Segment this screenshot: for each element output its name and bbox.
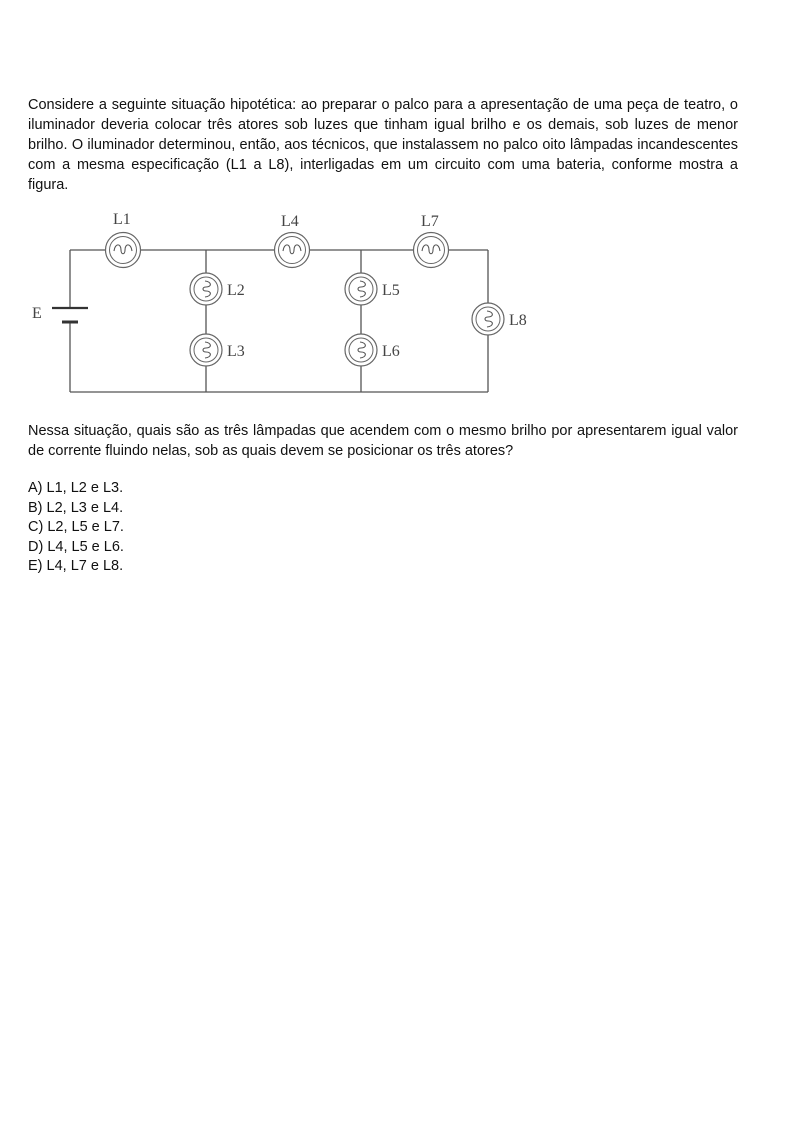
- lamp-l3-icon: [189, 333, 223, 367]
- lamp-l8-icon: [471, 302, 505, 336]
- lamp-l3-label: L3: [227, 343, 245, 360]
- question-intro: Considere a seguinte situação hipotética…: [28, 97, 738, 193]
- battery-symbol: [52, 306, 88, 324]
- lamp-l6-label: L6: [382, 343, 400, 360]
- option-e: E) L4, L7 e L8.: [28, 558, 124, 574]
- option-b: B) L2, L3 e L4.: [28, 499, 124, 516]
- lamp-l7-label: L7: [421, 213, 439, 230]
- lamp-l5-icon: [344, 272, 378, 306]
- lamp-l2-icon: [189, 272, 223, 306]
- question-text: Nessa situação, quais são as três lâmpad…: [28, 423, 738, 459]
- battery-label: E: [32, 305, 42, 322]
- option-d: D) L4, L5 e L6.: [28, 538, 124, 555]
- lamp-l8-label: L8: [509, 312, 527, 329]
- lamp-l4-label: L4: [281, 213, 299, 230]
- lamp-l7-icon: [412, 231, 450, 269]
- option-a: A) L1, L2 e L3.: [28, 480, 124, 496]
- answer-options: A) L1, L2 e L3. B) L2, L3 e L4. C) L2, L…: [28, 479, 738, 577]
- lamp-l2-label: L2: [227, 282, 245, 299]
- question-page: Considere a seguinte situação hipotética…: [28, 95, 738, 577]
- lamp-l6-icon: [344, 333, 378, 367]
- circuit-diagram: E L1 L4 L7: [32, 211, 527, 393]
- lamp-l5-label: L5: [382, 282, 400, 299]
- lamp-l1-icon: [104, 231, 142, 269]
- lamp-l4-icon: [273, 231, 311, 269]
- option-c: C) L2, L5 e L7.: [28, 519, 124, 535]
- circuit-figure: E L1 L4 L7: [28, 207, 558, 407]
- lamp-l1-label: L1: [113, 211, 131, 228]
